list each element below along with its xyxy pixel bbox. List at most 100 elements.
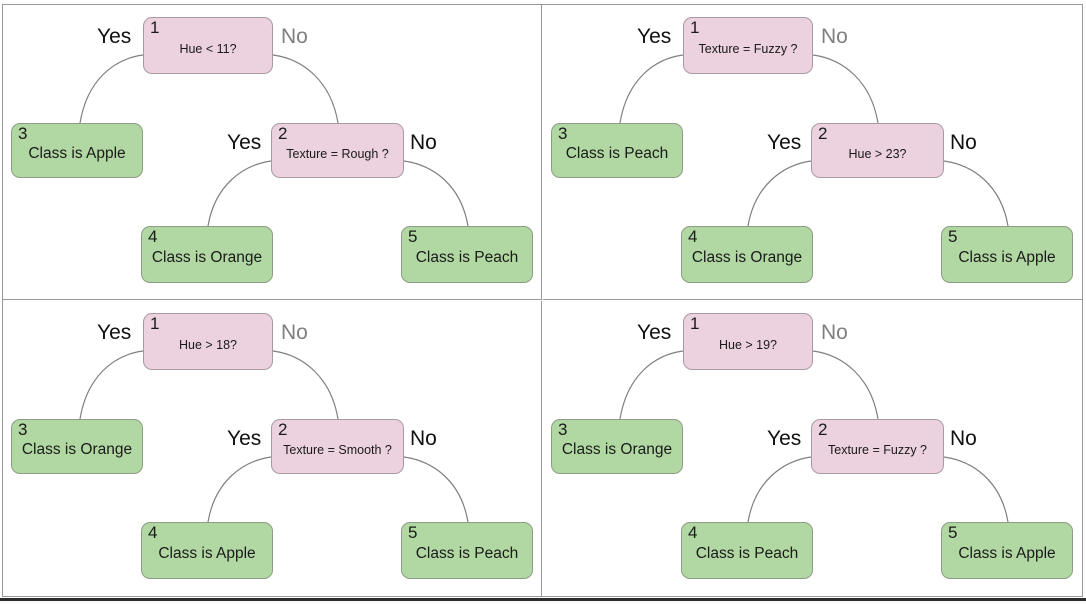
tree-edges (79, 350, 469, 523)
edge-n2-no (943, 456, 1009, 523)
edge-root-yes (619, 54, 684, 124)
edge-root-no (812, 54, 879, 124)
edge-n2-no (403, 160, 469, 227)
edge-root-yes (619, 350, 684, 420)
edge-label-yes: Yes (637, 25, 672, 48)
edge-root-yes (79, 350, 144, 420)
decision-node-2[interactable]: 2 Hue > 23? (811, 123, 944, 178)
tree-panel-bottom-left: Yes No Yes No 1 Hue > 18? 3 Class is Ora… (3, 301, 542, 596)
leaf-node-3[interactable]: 3 Class is Orange (11, 419, 143, 474)
edge-n2-no (943, 160, 1009, 227)
leaf-node-5[interactable]: 5 Class is Apple (941, 522, 1073, 579)
edge-label-yes: Yes (227, 427, 262, 450)
node-number: 1 (690, 314, 700, 333)
edge-label-yes: Yes (767, 131, 802, 154)
node-number: 1 (690, 18, 700, 37)
tree-edges (79, 54, 469, 227)
tree-edges (619, 54, 1009, 227)
node-number: 4 (688, 227, 698, 246)
tree-panel-top-right: Yes No Yes No 1 Texture = Fuzzy ? 3 Clas… (543, 5, 1082, 300)
diagram-frame: Yes No Yes No 1 Hue < 11? 3 Class is App… (2, 4, 1083, 597)
leaf-node-4[interactable]: 4 Class is Orange (141, 226, 273, 283)
edge-label-no: No (281, 321, 308, 344)
window-bottom-pad (0, 601, 1086, 604)
decision-node-2[interactable]: 2 Texture = Rough ? (271, 123, 404, 178)
edge-n2-yes (207, 456, 272, 523)
leaf-node-3[interactable]: 3 Class is Peach (551, 123, 683, 178)
edge-label-no: No (281, 25, 308, 48)
decision-node-1[interactable]: 1 Hue < 11? (143, 17, 273, 74)
edge-n2-no (403, 456, 469, 523)
decision-node-1[interactable]: 1 Hue > 18? (143, 313, 273, 370)
node-number: 2 (818, 420, 828, 439)
node-label: Hue > 19? (718, 337, 778, 352)
leaf-node-5[interactable]: 5 Class is Apple (941, 226, 1073, 283)
edge-n2-yes (207, 160, 272, 227)
edge-label-yes: Yes (767, 427, 802, 450)
edge-label-no: No (950, 427, 977, 450)
node-label: Hue > 18? (178, 337, 238, 352)
edge-label-yes: Yes (97, 321, 132, 344)
node-number: 2 (278, 420, 288, 439)
node-label: Class is Peach (565, 144, 669, 162)
tree-panel-top-left: Yes No Yes No 1 Hue < 11? 3 Class is App… (3, 5, 542, 300)
edge-root-no (272, 350, 339, 420)
decision-node-2[interactable]: 2 Texture = Fuzzy ? (811, 419, 944, 474)
node-label: Class is Apple (958, 248, 1056, 266)
node-number: 5 (408, 523, 418, 542)
node-number: 4 (148, 523, 158, 542)
node-label: Texture = Fuzzy ? (698, 41, 798, 56)
tree-panel-bottom-right: Yes No Yes No 1 Hue > 19? 3 Class is Ora… (543, 301, 1082, 596)
node-number: 5 (948, 523, 958, 542)
decision-node-1[interactable]: 1 Hue > 19? (683, 313, 813, 370)
decision-node-1[interactable]: 1 Texture = Fuzzy ? (683, 17, 813, 74)
leaf-node-4[interactable]: 4 Class is Orange (681, 226, 813, 283)
node-number: 4 (688, 523, 698, 542)
node-number: 1 (150, 314, 160, 333)
leaf-node-4[interactable]: 4 Class is Apple (141, 522, 273, 579)
node-number: 2 (818, 124, 828, 143)
node-number: 3 (558, 124, 568, 143)
node-label: Class is Peach (415, 248, 519, 266)
edge-n2-yes (747, 160, 812, 227)
edge-n2-yes (747, 456, 812, 523)
node-label: Texture = Fuzzy ? (828, 442, 927, 457)
leaf-node-3[interactable]: 3 Class is Orange (551, 419, 683, 474)
node-number: 4 (148, 227, 158, 246)
edge-label-no: No (950, 131, 977, 154)
node-number: 5 (948, 227, 958, 246)
edge-label-no: No (821, 321, 848, 344)
node-number: 2 (278, 124, 288, 143)
edge-label-no: No (410, 131, 437, 154)
node-label: Class is Orange (151, 248, 263, 266)
node-label: Class is Apple (28, 144, 126, 162)
node-label: Class is Orange (561, 440, 673, 458)
edge-label-yes: Yes (97, 25, 132, 48)
edge-label-no: No (410, 427, 437, 450)
leaf-node-5[interactable]: 5 Class is Peach (401, 522, 533, 579)
node-label: Class is Orange (691, 248, 803, 266)
node-number: 5 (408, 227, 418, 246)
leaf-node-4[interactable]: 4 Class is Peach (681, 522, 813, 579)
node-label: Class is Orange (21, 440, 133, 458)
node-label: Class is Peach (695, 544, 799, 562)
node-label: Class is Apple (958, 544, 1056, 562)
node-label: Texture = Smooth ? (283, 442, 392, 457)
node-label: Class is Apple (158, 544, 256, 562)
node-label: Texture = Rough ? (286, 146, 389, 161)
edge-root-no (812, 350, 879, 420)
edge-root-yes (79, 54, 144, 124)
node-number: 3 (18, 124, 28, 143)
node-label: Class is Peach (415, 544, 519, 562)
node-number: 3 (558, 420, 568, 439)
edge-label-no: No (821, 25, 848, 48)
node-label: Hue > 23? (848, 146, 907, 161)
node-number: 1 (150, 18, 160, 37)
edge-label-yes: Yes (637, 321, 672, 344)
decision-node-2[interactable]: 2 Texture = Smooth ? (271, 419, 404, 474)
leaf-node-5[interactable]: 5 Class is Peach (401, 226, 533, 283)
node-number: 3 (18, 420, 28, 439)
leaf-node-3[interactable]: 3 Class is Apple (11, 123, 143, 178)
window-bottom-edge (0, 598, 1086, 601)
